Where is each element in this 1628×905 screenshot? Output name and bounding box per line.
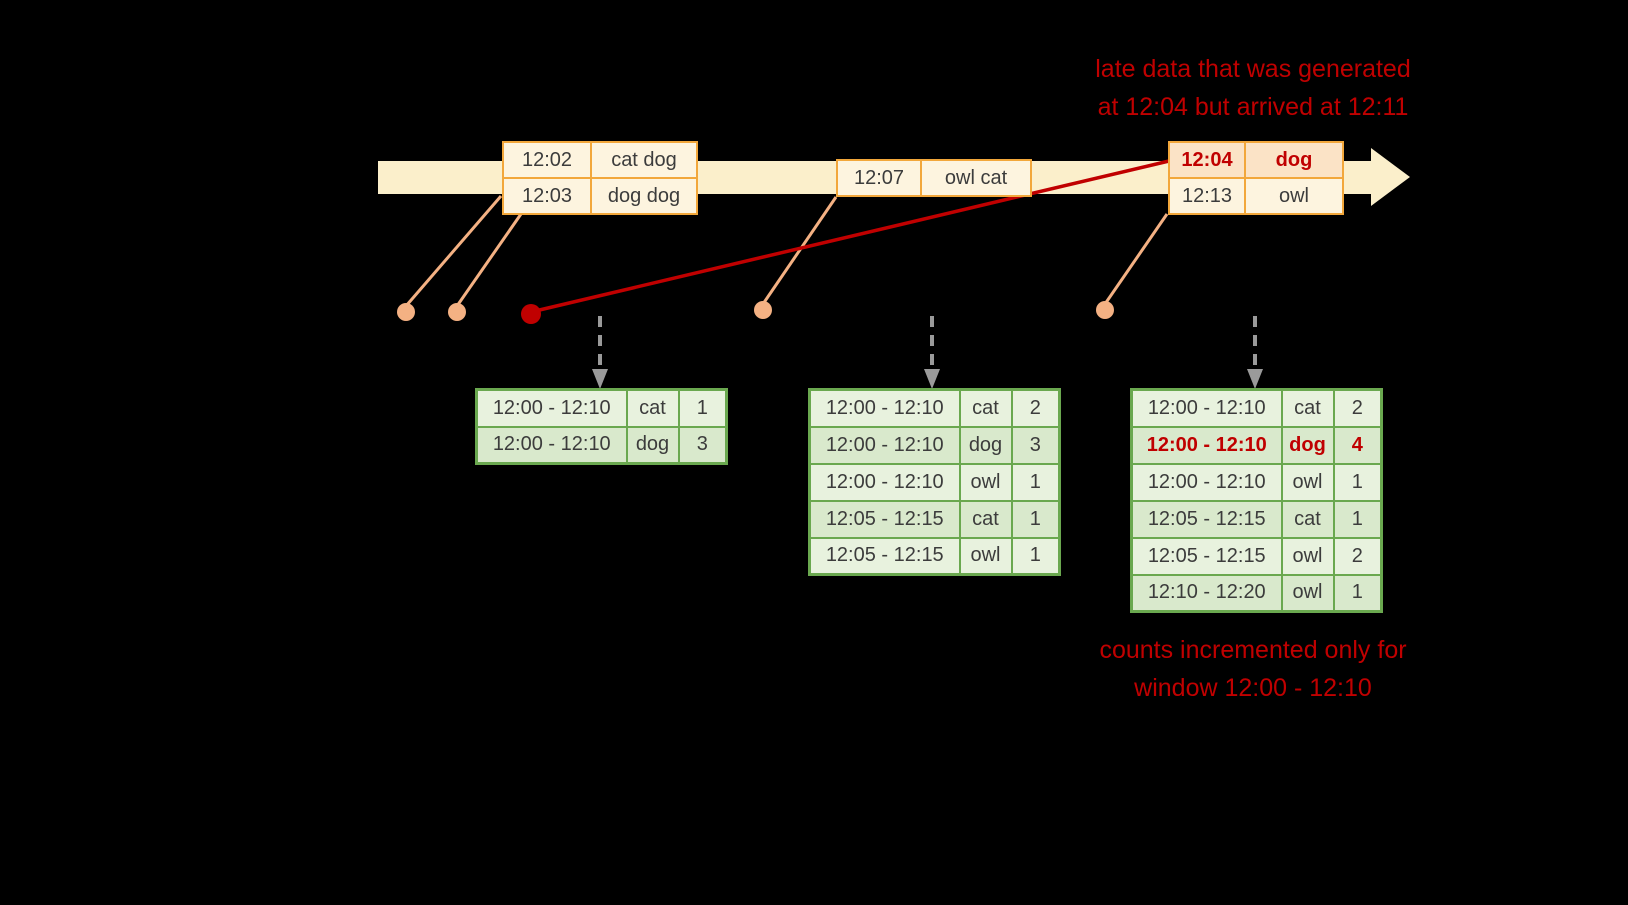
event-connector-3	[761, 196, 838, 305]
annotation-line: late data that was generated	[1095, 55, 1411, 83]
word-cell: cat	[1280, 388, 1335, 428]
word-cell: owl	[958, 536, 1013, 576]
result-table-1: 12:00 - 12:10 cat 1 12:00 - 12:10 dog 3	[475, 388, 728, 465]
result-row: 12:00 - 12:10 cat 2	[1130, 388, 1383, 428]
word-cell: cat	[958, 499, 1013, 539]
window-cell: 12:10 - 12:20	[1130, 573, 1283, 613]
window-cell: 12:00 - 12:10	[808, 425, 961, 465]
window-cell: 12:00 - 12:10	[475, 425, 628, 465]
result-table-2: 12:00 - 12:10 cat 2 12:00 - 12:10 dog 3 …	[808, 388, 1061, 576]
event-words-cell: dog dog	[590, 177, 698, 215]
word-cell: dog	[1280, 425, 1335, 465]
result-row: 12:05 - 12:15 cat 1	[1130, 499, 1383, 539]
trigger-arrow-1	[592, 316, 608, 389]
event-connector-4	[1103, 213, 1169, 305]
result-row: 12:00 - 12:10 cat 2	[808, 388, 1061, 428]
event-table-1202: 12:02 cat dog 12:03 dog dog	[502, 141, 698, 215]
count-cell: 3	[677, 425, 728, 465]
late-event-dot	[521, 304, 541, 324]
annotation-line: at 12:04 but arrived at 12:11	[1097, 93, 1409, 121]
count-cell: 1	[1010, 462, 1061, 502]
count-cell: 4	[1332, 425, 1383, 465]
count-cell: 1	[677, 388, 728, 428]
window-cell: 12:00 - 12:10	[1130, 425, 1283, 465]
event-connector-2	[455, 213, 523, 307]
count-cell: 1	[1010, 536, 1061, 576]
window-cell: 12:00 - 12:10	[808, 462, 961, 502]
event-time-cell: 12:13	[1168, 177, 1246, 215]
late-event-row: 12:04 dog	[1168, 141, 1344, 179]
word-cell: dog	[958, 425, 1013, 465]
window-cell: 12:05 - 12:15	[808, 536, 961, 576]
event-table-1204-late: 12:04 dog 12:13 owl	[1168, 141, 1344, 215]
event-dot-2	[448, 303, 466, 321]
result-row: 12:00 - 12:10 cat 1	[475, 388, 728, 428]
count-cell: 1	[1332, 462, 1383, 502]
result-row: 12:05 - 12:15 owl 2	[1130, 536, 1383, 576]
count-cell: 1	[1332, 573, 1383, 613]
window-cell: 12:00 - 12:10	[808, 388, 961, 428]
word-cell: cat	[625, 388, 680, 428]
event-words-cell: owl cat	[920, 159, 1032, 197]
event-words-cell: cat dog	[590, 141, 698, 179]
result-row: 12:00 - 12:10 owl 1	[1130, 462, 1383, 502]
word-cell: owl	[1280, 462, 1335, 502]
window-cell: 12:00 - 12:10	[1130, 462, 1283, 502]
event-time-cell: 12:02	[502, 141, 592, 179]
trigger-arrow-3	[1247, 316, 1263, 389]
window-cell: 12:05 - 12:15	[1130, 499, 1283, 539]
result-row: 12:05 - 12:15 owl 1	[808, 536, 1061, 576]
count-cell: 2	[1332, 536, 1383, 576]
count-cell: 2	[1010, 388, 1061, 428]
window-cell: 12:05 - 12:15	[808, 499, 961, 539]
trigger-arrow-2	[924, 316, 940, 389]
event-row: 12:07 owl cat	[836, 159, 1032, 197]
window-cell: 12:05 - 12:15	[1130, 536, 1283, 576]
event-connector-1	[404, 195, 503, 307]
event-words-cell: owl	[1244, 177, 1344, 215]
event-row: 12:13 owl	[1168, 177, 1344, 215]
count-cell: 1	[1010, 499, 1061, 539]
event-row: 12:02 cat dog	[502, 141, 698, 179]
annotation-line: counts incremented only for	[1099, 636, 1407, 664]
counts-annotation: counts incremented only for window 12:00…	[1033, 631, 1473, 707]
count-cell: 2	[1332, 388, 1383, 428]
result-table-3: 12:00 - 12:10 cat 2 12:00 - 12:10 dog 4 …	[1130, 388, 1383, 613]
timeline-arrowhead-icon	[1371, 148, 1410, 206]
event-time-cell: 12:07	[836, 159, 922, 197]
word-cell: cat	[958, 388, 1013, 428]
word-cell: owl	[1280, 573, 1335, 613]
count-cell: 1	[1332, 499, 1383, 539]
word-cell: dog	[625, 425, 680, 465]
event-time-cell: 12:03	[502, 177, 592, 215]
event-dot-4	[1096, 301, 1114, 319]
event-words-cell: dog	[1244, 141, 1344, 179]
count-cell: 3	[1010, 425, 1061, 465]
annotation-line: window 12:00 - 12:10	[1134, 674, 1372, 702]
event-dot-3	[754, 301, 772, 319]
result-row: 12:00 - 12:10 dog 3	[475, 425, 728, 465]
updated-result-row: 12:00 - 12:10 dog 4	[1130, 425, 1383, 465]
event-row: 12:03 dog dog	[502, 177, 698, 215]
word-cell: cat	[1280, 499, 1335, 539]
window-cell: 12:00 - 12:10	[1130, 388, 1283, 428]
event-dot-1	[397, 303, 415, 321]
late-data-annotation: late data that was generated at 12:04 bu…	[1033, 50, 1473, 126]
late-data-connector	[530, 159, 1170, 314]
result-row: 12:00 - 12:10 dog 3	[808, 425, 1061, 465]
result-row: 12:10 - 12:20 owl 1	[1130, 573, 1383, 613]
word-cell: owl	[958, 462, 1013, 502]
result-row: 12:00 - 12:10 owl 1	[808, 462, 1061, 502]
event-time-cell: 12:04	[1168, 141, 1246, 179]
word-cell: owl	[1280, 536, 1335, 576]
window-cell: 12:00 - 12:10	[475, 388, 628, 428]
event-table-1207: 12:07 owl cat	[836, 159, 1032, 197]
result-row: 12:05 - 12:15 cat 1	[808, 499, 1061, 539]
